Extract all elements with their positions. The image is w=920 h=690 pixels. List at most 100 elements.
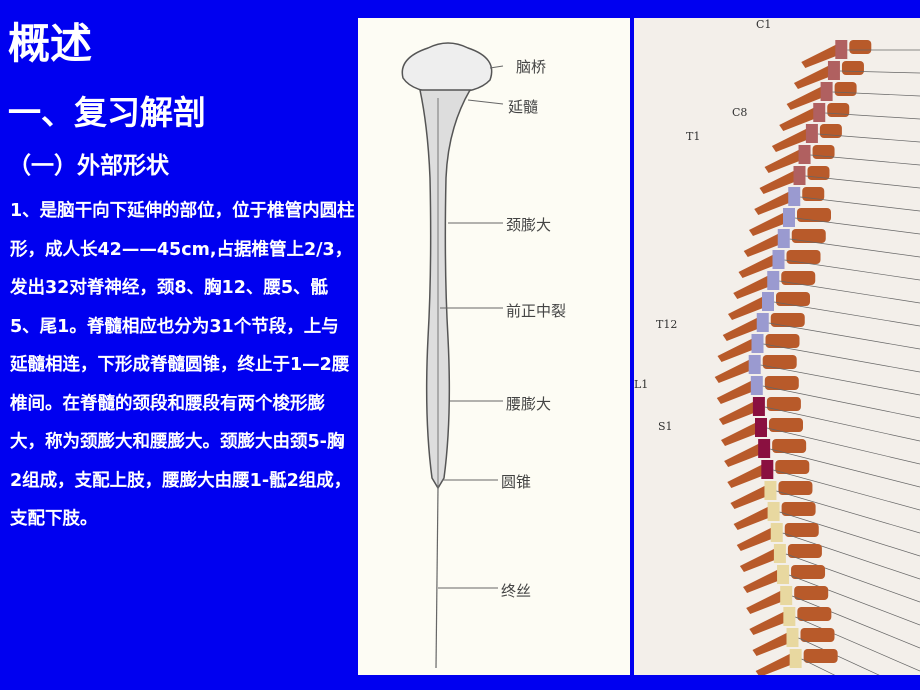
nerve-root — [795, 616, 920, 672]
nerve-root — [768, 322, 920, 350]
nerve-root — [764, 406, 920, 442]
nerve-root — [784, 259, 920, 281]
nerve-root — [773, 301, 920, 327]
nerve-root — [766, 427, 920, 465]
nerve-root — [762, 385, 920, 419]
vertebral-body — [762, 355, 797, 369]
spinous-process — [730, 485, 771, 509]
cord-segment — [793, 166, 806, 185]
spine-figure: C1 C8 T1 T12 L1 S1 — [634, 18, 920, 690]
vertebral-body — [787, 544, 822, 558]
nerve-root — [779, 280, 920, 304]
vertebral-body — [769, 418, 803, 432]
vertebral-body — [800, 628, 835, 642]
vertebral-body — [797, 208, 831, 222]
nerve-root — [800, 196, 920, 212]
cord-segment — [780, 586, 793, 605]
spinous-process — [786, 86, 827, 110]
nerve-root — [760, 364, 920, 396]
cord-segment — [786, 628, 799, 647]
vertebral-body — [781, 271, 816, 285]
spinous-process — [743, 569, 784, 593]
spinous-process — [793, 65, 834, 89]
label-pons: 脑桥 — [516, 58, 547, 76]
vertebral-body — [776, 292, 810, 306]
cord-segment — [772, 250, 785, 269]
spinous-process — [752, 632, 793, 656]
subsection-heading: （一）外部形状 — [8, 153, 169, 179]
nerve-root — [779, 511, 920, 557]
nerve-root — [773, 469, 920, 511]
cord-segment — [783, 607, 796, 626]
vertebral-body — [791, 229, 826, 243]
cord-segment — [767, 271, 780, 290]
vertebral-body — [781, 502, 816, 516]
vertebral-body — [786, 250, 821, 264]
spinous-process — [736, 527, 777, 551]
nerve-root — [839, 70, 920, 74]
spinous-process — [764, 149, 805, 173]
spinous-process — [718, 401, 759, 425]
spinous-process — [724, 443, 765, 467]
spinous-process — [771, 128, 812, 152]
spinous-process — [728, 296, 768, 320]
spinous-process — [801, 44, 842, 68]
vertebral-body — [766, 397, 801, 411]
label-c8: C8 — [732, 106, 748, 119]
cord-segment — [789, 649, 802, 668]
spinous-process — [779, 107, 820, 131]
cord-segment — [820, 82, 833, 101]
spinous-process — [733, 275, 774, 299]
nerve-root — [776, 490, 920, 534]
vertebral-body — [803, 649, 838, 663]
spinal-cord-figure: 脑桥 延髓 颈膨大 前正中裂 腰膨大 圆锥 终丝 — [358, 18, 630, 675]
cord-segment — [767, 502, 780, 521]
nerve-root — [792, 595, 920, 649]
spinous-process — [721, 422, 761, 446]
cord-segment — [835, 40, 848, 59]
vertebral-body — [765, 334, 800, 348]
spinous-process — [738, 254, 779, 278]
vertebral-body — [849, 40, 872, 54]
cord-segment — [762, 292, 774, 311]
nerve-root — [789, 238, 920, 258]
vertebral-body — [764, 376, 799, 390]
cord-segment — [788, 187, 801, 206]
cord-segment — [798, 145, 811, 164]
cord-segment — [805, 124, 818, 143]
cord-segment — [773, 544, 786, 563]
label-t1: T1 — [686, 130, 701, 143]
spinous-process — [739, 548, 780, 572]
vertebral-body — [770, 313, 805, 327]
nerve-root — [817, 133, 920, 143]
cord-segment — [764, 481, 777, 500]
cord-segment — [750, 376, 763, 395]
label-cervical-enlargement: 颈膨大 — [506, 216, 552, 234]
nerve-root — [832, 91, 920, 97]
spinous-process — [749, 212, 789, 236]
cord-segment — [813, 103, 826, 122]
label-s1: S1 — [658, 420, 673, 433]
cord-segment — [777, 565, 790, 584]
spinous-process — [722, 317, 763, 341]
nerve-root — [763, 343, 920, 373]
label-filum-terminale: 终丝 — [501, 582, 532, 600]
nerve-root — [794, 217, 920, 235]
nerve-root — [805, 175, 920, 189]
cord-segment — [758, 439, 771, 458]
spine-drawing — [714, 40, 920, 690]
body-text: 1、是脑干向下延伸的部位，位于椎管内圆柱形，成人长42——45cm,占据椎管上2… — [10, 201, 355, 529]
cord-segment — [777, 229, 790, 248]
spinous-process — [733, 506, 774, 530]
cord-segment — [755, 418, 767, 437]
section-heading: 一、复习解剖 — [8, 93, 206, 132]
nerve-root — [770, 448, 920, 488]
vertebral-body — [834, 82, 857, 96]
vertebral-body — [775, 460, 810, 474]
cord-segment — [752, 397, 765, 416]
vertebral-body — [791, 565, 826, 579]
spinous-process — [717, 338, 758, 362]
spinal-cord-drawing — [401, 42, 504, 669]
vertebral-body — [772, 439, 807, 453]
vertebral-body — [797, 607, 832, 621]
